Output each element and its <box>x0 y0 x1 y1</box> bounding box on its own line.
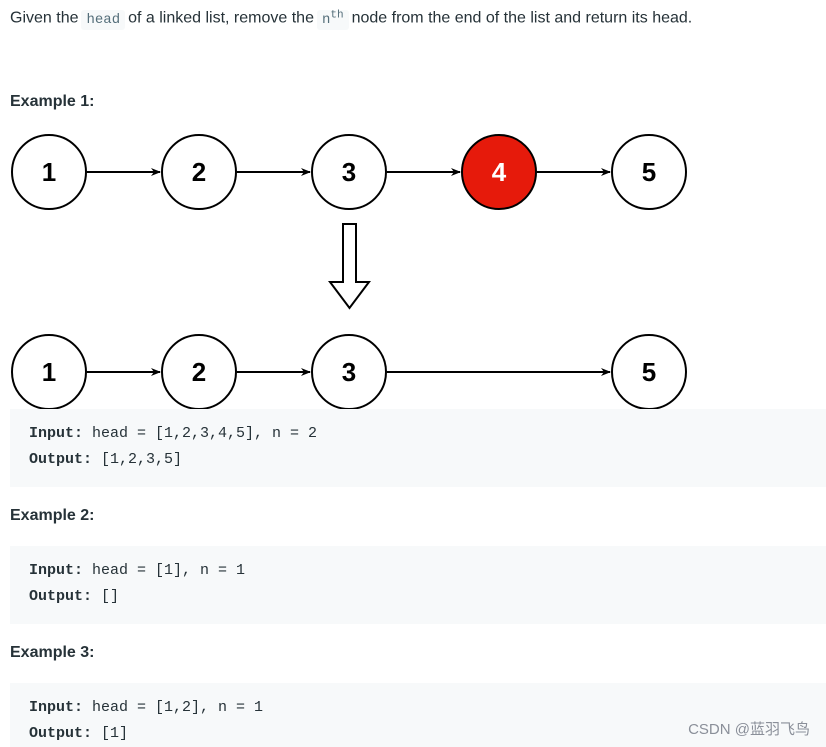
list-node: 2 <box>161 134 237 210</box>
example-2-heading: Example 2: <box>10 507 95 524</box>
input-label: Input: <box>29 425 84 442</box>
example-3-heading: Example 3: <box>10 644 95 661</box>
output-label: Output: <box>29 451 93 468</box>
intro-text-after: node from the end of the list and return… <box>351 9 693 27</box>
code-nth: nth <box>316 9 349 30</box>
code-head: head <box>81 9 126 30</box>
input-value: head = [1], n = 1 <box>83 562 246 579</box>
node-value: 4 <box>492 157 507 187</box>
node-circle <box>461 134 537 210</box>
example-1-heading: Example 1: <box>10 93 95 110</box>
linked-list-diagram: 1 2 3 4 5 1 2 3 5 <box>11 134 687 410</box>
example-3-code: Input: head = [1,2], n = 1 Output: [1] <box>10 683 826 747</box>
node-value: 5 <box>642 157 656 187</box>
output-value: [1] <box>92 725 129 742</box>
node-value: 1 <box>42 357 56 387</box>
code-n-superscript: th <box>330 9 344 21</box>
removed-node: 4 <box>461 134 537 210</box>
list-node: 5 <box>611 134 687 210</box>
node-value: 3 <box>342 157 356 187</box>
node-value: 1 <box>42 157 56 187</box>
input-label: Input: <box>29 562 84 579</box>
node-circle <box>611 134 687 210</box>
list-node: 3 <box>311 134 387 210</box>
example-1-code: Input: head = [1,2,3,4,5], n = 2 Output:… <box>10 409 826 487</box>
output-label: Output: <box>29 725 93 742</box>
watermark: CSDN @蓝羽飞鸟 <box>688 721 810 738</box>
intro-text-before: Given the <box>10 9 79 27</box>
list-after-removal: 1 2 3 5 <box>11 334 687 410</box>
node-value: 5 <box>642 357 656 387</box>
node-value: 3 <box>342 357 356 387</box>
list-node: 1 <box>11 334 87 410</box>
down-arrow-icon <box>328 223 371 310</box>
output-value: [1,2,3,5] <box>92 451 183 468</box>
example-2-code: Input: head = [1], n = 1 Output: [] <box>10 546 826 624</box>
list-node: 3 <box>311 334 387 410</box>
node-circle <box>311 134 387 210</box>
input-value: head = [1,2], n = 1 <box>83 699 264 716</box>
node-value: 2 <box>192 157 206 187</box>
input-label: Input: <box>29 699 84 716</box>
code-n: n <box>321 11 331 28</box>
list-before-removal: 1 2 3 4 5 <box>11 134 687 210</box>
output-label: Output: <box>29 588 93 605</box>
node-circle <box>161 134 237 210</box>
list-node: 5 <box>611 334 687 410</box>
output-value: [] <box>92 588 120 605</box>
node-circle <box>11 134 87 210</box>
input-value: head = [1,2,3,4,5], n = 2 <box>83 425 318 442</box>
intro-text-middle: of a linked list, remove the <box>128 9 314 27</box>
list-node: 1 <box>11 134 87 210</box>
list-node: 2 <box>161 334 237 410</box>
node-value: 2 <box>192 357 206 387</box>
